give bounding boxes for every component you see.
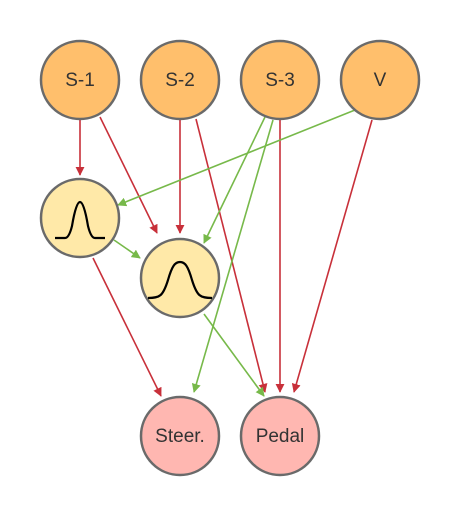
edge-h1-to-steer (92, 257, 162, 397)
node-h2 (139, 237, 221, 319)
edge-s1-to-h2 (99, 116, 158, 234)
node-s3-label: S-3 (265, 70, 295, 91)
narrow-bell-curve-icon (55, 200, 105, 240)
node-steer-label: Steer. (155, 426, 205, 447)
node-pedal: Pedal (239, 395, 321, 477)
node-s2-circle (139, 39, 221, 121)
edge-s3-to-h2 (203, 116, 266, 244)
node-v-label: V (374, 70, 387, 91)
node-s1-circle (39, 39, 121, 121)
node-v: V (339, 39, 421, 121)
edge-v-to-h1 (117, 109, 356, 207)
node-h2-circle (139, 237, 221, 319)
node-v-circle (339, 39, 421, 121)
node-steer: Steer. (139, 395, 221, 477)
node-s1-label: S-1 (65, 70, 95, 91)
node-pedal-circle (239, 395, 321, 477)
node-steer-circle (139, 395, 221, 477)
edge-h1-to-h2 (113, 239, 141, 259)
node-s3: S-3 (239, 39, 321, 121)
node-s3-circle (239, 39, 321, 121)
node-h1-circle (39, 177, 121, 259)
edge-s3-to-steer (191, 119, 274, 393)
node-s2: S-2 (139, 39, 221, 121)
node-h1 (39, 177, 121, 259)
edges-layer (75, 109, 373, 397)
node-pedal-label: Pedal (256, 426, 305, 447)
nodes-layer: S-1 S-2 S-3 V (39, 39, 421, 477)
node-s2-label: S-2 (165, 70, 195, 91)
edge-h2-to-pedal (203, 313, 265, 397)
wide-bell-curve-icon (147, 260, 213, 300)
node-s1: S-1 (39, 39, 121, 121)
edge-s2-to-pedal (195, 118, 268, 393)
edge-v-to-pedal (291, 119, 373, 393)
